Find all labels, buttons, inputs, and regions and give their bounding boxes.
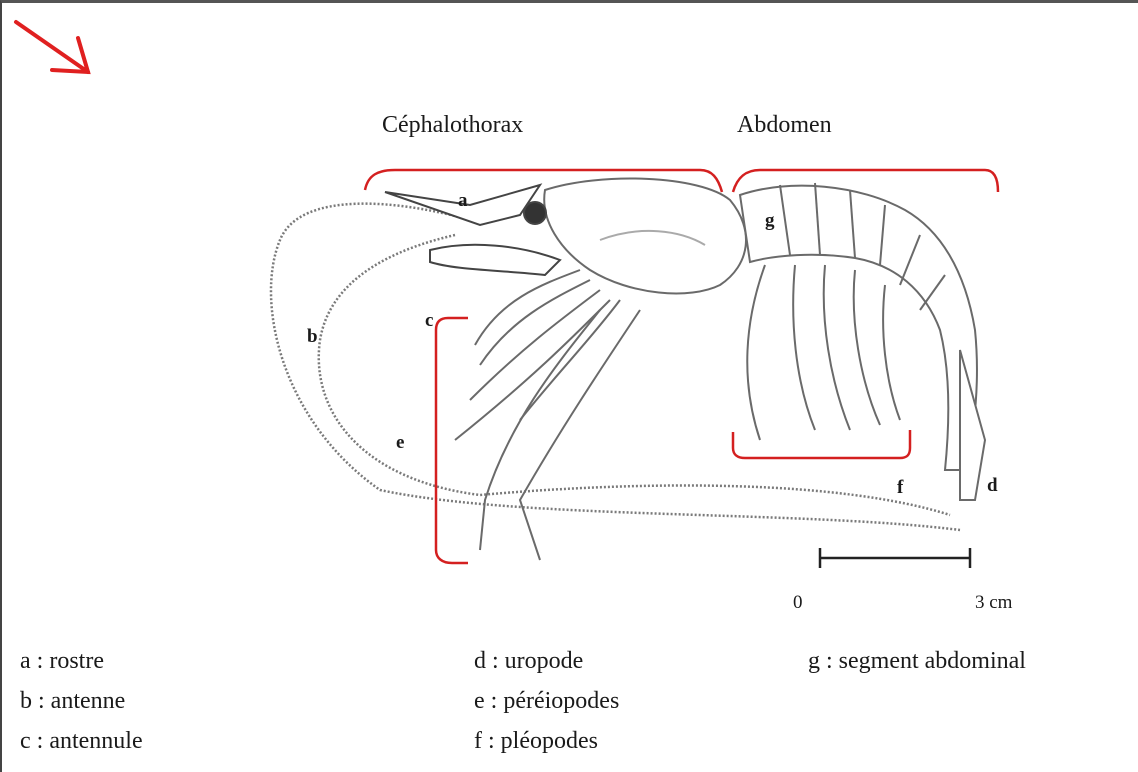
legend-item-a: a : rostre <box>20 648 104 675</box>
pereiopods-drawing <box>455 270 640 560</box>
letter-g: g <box>765 210 775 232</box>
legend-item-b: b : antenne <box>20 688 125 715</box>
legend-item-c: c : antennule <box>20 728 143 755</box>
cephalothorax-label: Céphalothorax <box>382 112 523 139</box>
letter-d: d <box>987 475 998 497</box>
abdomen-label: Abdomen <box>737 112 832 139</box>
letter-e: e <box>396 432 404 454</box>
letter-f: f <box>897 477 903 499</box>
pleopods-drawing <box>747 265 900 440</box>
legend-item-f: f : pléopodes <box>474 728 598 755</box>
letter-a: a <box>458 190 468 212</box>
pereiopods-brace <box>436 318 468 563</box>
arrow-icon <box>16 22 88 72</box>
legend-item-e: e : péréiopodes <box>474 688 619 715</box>
abdomen-drawing <box>740 183 985 500</box>
letter-c: c <box>425 310 433 332</box>
scale-end-label: 3 cm <box>975 592 1012 614</box>
scale-start-label: 0 <box>793 592 803 614</box>
carapace-drawing <box>544 179 746 294</box>
legend-item-d: d : uropode <box>474 648 583 675</box>
scale-bar <box>820 548 970 568</box>
letter-b: b <box>307 326 318 348</box>
pleopods-brace <box>733 430 910 458</box>
legend-item-g: g : segment abdominal <box>808 648 1026 675</box>
rostrum-drawing <box>385 185 560 275</box>
